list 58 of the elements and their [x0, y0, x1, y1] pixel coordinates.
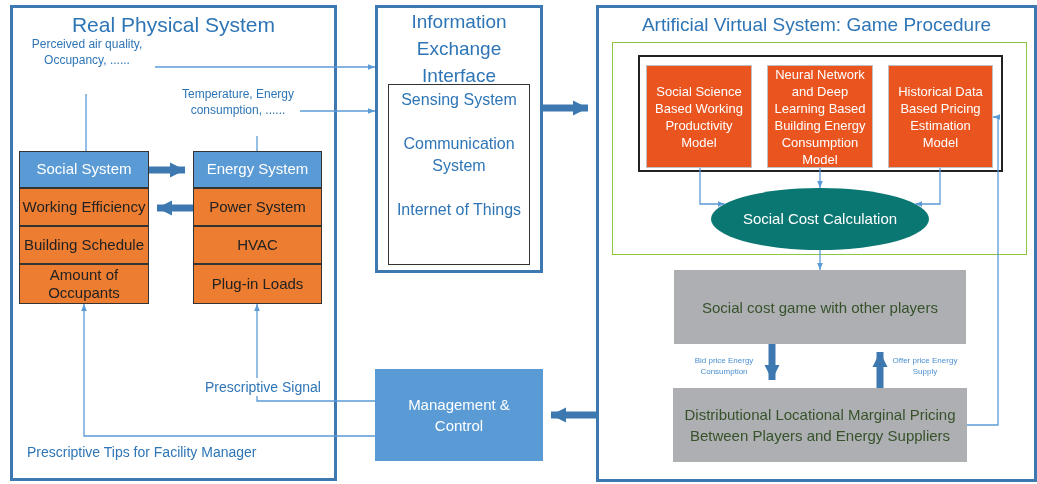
system-header-box	[19, 151, 149, 188]
node-text: Communication System	[402, 134, 516, 176]
node-text: Perceived air quality, Occupancy, ......	[30, 36, 144, 68]
edge-label: Prescriptive Tips for Facility Manager	[27, 443, 257, 461]
component-box	[19, 264, 149, 304]
node-text: Amount of Occupants	[47, 266, 121, 302]
node-text: Internet of Things	[396, 200, 522, 220]
system-header-box	[193, 151, 322, 188]
interface-panel	[375, 5, 543, 273]
component-box	[19, 226, 149, 264]
process-box	[674, 270, 966, 344]
panel-heading: Artificial Virtual System: Game Procedure	[641, 13, 992, 37]
node-text: Temperature, Energy consumption, ......	[180, 86, 296, 118]
arrow	[817, 167, 823, 189]
system-panel	[596, 5, 1037, 482]
node-text: HVAC	[237, 236, 278, 254]
connector-line	[85, 93, 87, 152]
node-text: Social Science Based Working Productivity Model	[654, 82, 744, 151]
node-text: Power System	[209, 198, 306, 216]
arrow	[154, 64, 376, 70]
arrow	[817, 249, 823, 271]
arrow	[299, 108, 376, 114]
edge-label: Prescriptive Signal	[205, 378, 321, 396]
node-text: Distributional Locational Marginal Pricing Between Players and Energy Suppliers	[683, 405, 957, 446]
connector-line	[256, 135, 258, 152]
component-box	[19, 188, 149, 226]
edge-label: Offer price Energy Supply	[891, 355, 959, 377]
edge-label: Bid price Energy Consumption	[693, 355, 755, 377]
arrow	[914, 167, 941, 207]
node-text: Energy System	[206, 159, 309, 180]
component-box	[193, 188, 322, 226]
model-group-frame	[638, 55, 1003, 172]
node-text: Plug-in Loads	[211, 275, 304, 293]
node-text: Social System	[36, 159, 132, 180]
arrow	[81, 303, 376, 437]
arrow	[254, 303, 376, 402]
component-box	[193, 264, 322, 304]
component-box	[193, 226, 322, 264]
node-text: Management & Control	[407, 395, 511, 436]
node-text: Working Efficiency	[22, 198, 146, 216]
system-panel	[10, 5, 337, 481]
group-frame	[612, 42, 1027, 255]
model-box	[646, 65, 752, 168]
node-text: Historical Data Based Pricing Estimation Model	[897, 82, 984, 151]
panel-heading: Information Exchange Interface	[410, 10, 508, 88]
model-box	[888, 65, 993, 168]
arrow	[966, 114, 1000, 426]
node-text: Sensing System	[401, 90, 517, 110]
node-text: Social Cost Calculation	[742, 208, 898, 229]
node-text: Building Schedule	[23, 236, 145, 254]
process-box	[673, 388, 967, 462]
interface-inner-box	[388, 84, 530, 265]
calculation-ellipse	[711, 188, 929, 250]
panel-heading: Real Physical System	[71, 12, 276, 38]
node-text: Social cost game with other players	[702, 297, 938, 318]
control-box	[375, 369, 543, 461]
node-text: Neural Network and Deep Learning Based Building Energy Consumption Model	[773, 65, 867, 168]
arrow	[699, 167, 726, 207]
